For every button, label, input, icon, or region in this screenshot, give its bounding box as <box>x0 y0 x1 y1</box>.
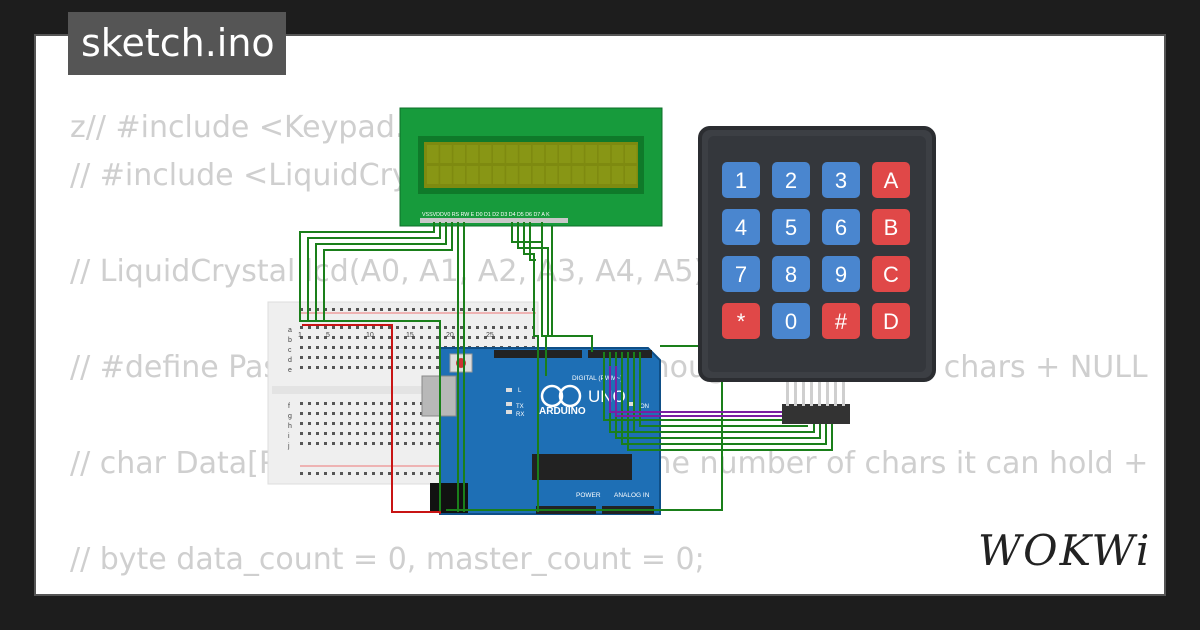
breadboard-column-label: 25 <box>486 332 494 339</box>
red-power-wire <box>302 324 441 514</box>
arduino-brand-label: ARDUINO <box>539 406 586 417</box>
digital-label: DIGITAL (PWM~) <box>572 375 622 382</box>
wokwi-logo: WOKWi <box>978 526 1152 575</box>
keypad-key: B <box>872 209 910 245</box>
digital-header-right <box>588 350 652 358</box>
svg-text:D: D <box>883 309 899 334</box>
rx-label: RX <box>516 412 524 418</box>
keypad-key: 4 <box>722 209 760 245</box>
power-jack <box>430 483 468 513</box>
svg-text:0: 0 <box>785 309 797 334</box>
keypad-key: # <box>822 303 860 339</box>
keypad-key: A <box>872 162 910 198</box>
svg-text:8: 8 <box>785 262 797 287</box>
lcd-display: VSSVDDV0 RS RW E D0 D1 D2 D3 D4 D5 D6 D7… <box>399 107 663 227</box>
lcd-pin-labels: VSSVDDV0 RS RW E D0 D1 D2 D3 D4 D5 D6 D7… <box>422 212 550 218</box>
svg-text:*: * <box>737 309 746 334</box>
breadboard-row-label: b <box>288 337 292 344</box>
arduino-model-label: UNO <box>588 387 626 406</box>
breadboard-row-label: j <box>287 443 290 450</box>
code-line: // bool Pass_is_good; <box>70 590 379 594</box>
svg-text:1: 1 <box>735 168 747 193</box>
svg-text:5: 5 <box>785 215 797 240</box>
keypad-key: 3 <box>822 162 860 198</box>
keypad-key: D <box>872 303 910 339</box>
breadboard-row-label: f <box>288 403 290 410</box>
keypad-key: C <box>872 256 910 292</box>
keypad-key: 1 <box>722 162 760 198</box>
power-label: POWER <box>576 492 601 499</box>
breadboard-row-label: a <box>288 327 292 334</box>
analog-label: ANALOG IN <box>614 492 650 499</box>
svg-text:4: 4 <box>735 215 747 240</box>
keypad-key: 8 <box>772 256 810 292</box>
keypad-key: 0 <box>772 303 810 339</box>
breadboard-column-label: 20 <box>446 332 454 339</box>
svg-text:9: 9 <box>835 262 847 287</box>
keypad-key: * <box>722 303 760 339</box>
tx-label: TX <box>516 404 524 410</box>
svg-text:6: 6 <box>835 215 847 240</box>
svg-text:C: C <box>883 262 899 287</box>
svg-text:A: A <box>884 168 899 193</box>
keypad: 1 2 3 A 4 5 6 B 7 8 9 C * 0 # D <box>698 126 936 382</box>
svg-text:3: 3 <box>835 168 847 193</box>
breadboard-row-label: e <box>288 367 292 374</box>
keypad-key: 9 <box>822 256 860 292</box>
preview-card: z// #include <Keypad.h>// #include <Liqu… <box>34 34 1166 596</box>
keypad-key: 2 <box>772 162 810 198</box>
atmega-chip <box>532 454 632 480</box>
keypad-key: 5 <box>772 209 810 245</box>
breadboard-row-label: c <box>288 347 292 354</box>
svg-text:2: 2 <box>785 168 797 193</box>
svg-text:7: 7 <box>735 262 747 287</box>
file-tab[interactable]: sketch.ino <box>68 12 286 75</box>
breadboard-column-label: 1 <box>298 332 302 339</box>
breadboard-column-label: 10 <box>366 332 374 339</box>
purple-wire-b <box>615 366 796 417</box>
svg-text:#: # <box>835 309 848 334</box>
breadboard-row-label: h <box>288 423 292 430</box>
keypad-connector <box>782 380 850 424</box>
breadboard-column-label: 15 <box>406 332 414 339</box>
code-line: // byte data_count = 0, master_count = 0… <box>70 542 705 577</box>
keypad-key: 6 <box>822 209 860 245</box>
on-led-label: ON <box>640 404 649 410</box>
breadboard-row-label: d <box>288 357 292 364</box>
keypad-key: 7 <box>722 256 760 292</box>
l-led-label: L <box>518 388 522 394</box>
breadboard-row-label: i <box>288 433 290 440</box>
breadboard-row-label: g <box>288 413 292 420</box>
breadboard-column-label: 5 <box>326 332 330 339</box>
svg-text:B: B <box>884 215 899 240</box>
